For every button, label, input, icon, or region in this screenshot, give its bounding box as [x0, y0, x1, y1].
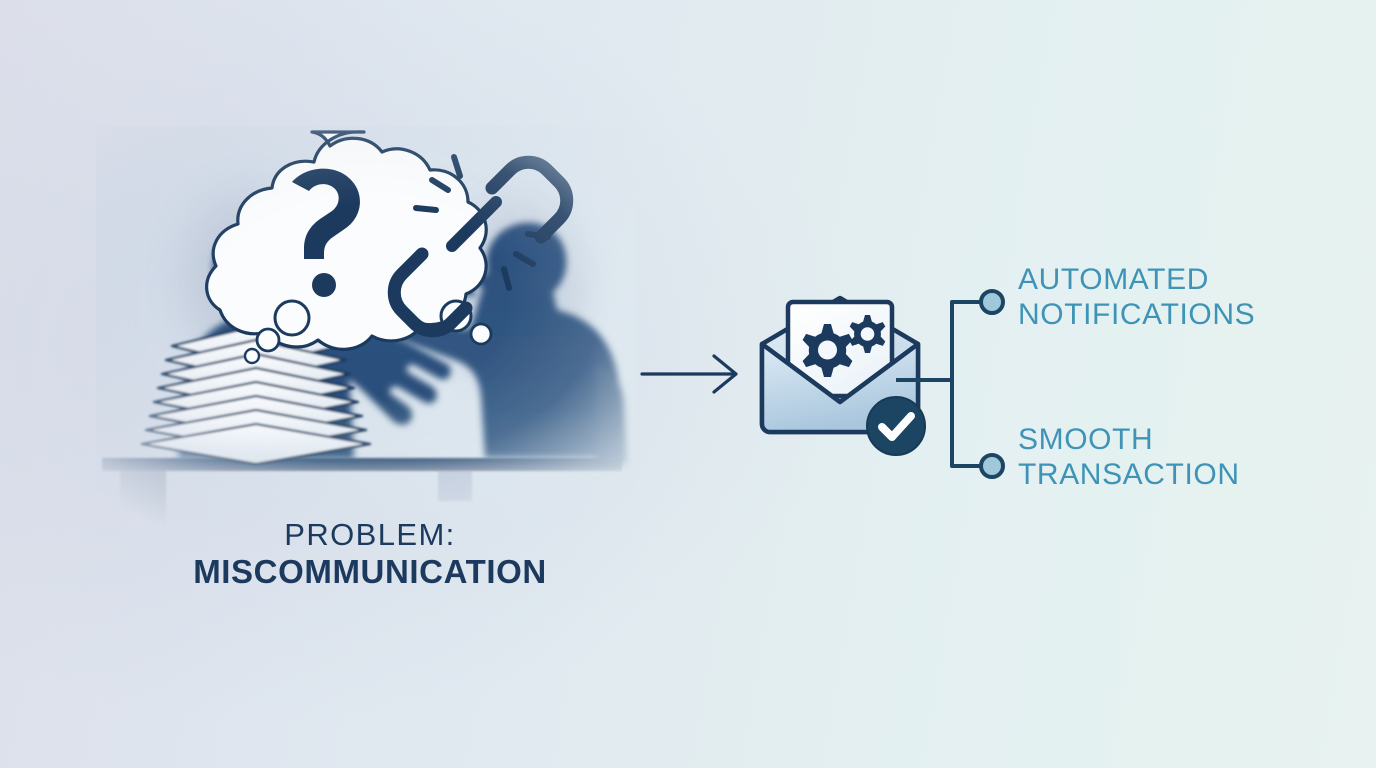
envelope-letter — [785, 299, 895, 399]
question-mark-icon — [292, 168, 360, 297]
check-circle-badge — [862, 392, 930, 460]
paper-stack — [140, 324, 372, 466]
gears-icon — [802, 315, 886, 377]
transition-arrow — [638, 352, 748, 396]
outcome-label-automated-notifications: AUTOMATED NOTIFICATIONS — [1018, 263, 1256, 331]
problem-scene — [96, 126, 636, 526]
outcome-label-smooth-transaction: SMOOTH TRANSACTION — [1018, 423, 1240, 491]
thought-bubble — [205, 130, 574, 365]
desk — [102, 458, 622, 526]
check-icon — [878, 412, 915, 441]
link-break-marks — [413, 154, 551, 291]
broken-link-icon — [387, 155, 574, 338]
caption-label-miscommunication: MISCOMMUNICATION — [193, 552, 547, 590]
caption-label-problem: PROBLEM: — [284, 517, 456, 552]
envelope-fold — [760, 342, 920, 405]
outcome-connectors — [894, 272, 1026, 488]
problem-caption: PROBLEM: MISCOMMUNICATION — [110, 517, 630, 591]
connector-dot — [979, 289, 1005, 315]
connector-dot — [979, 453, 1005, 479]
